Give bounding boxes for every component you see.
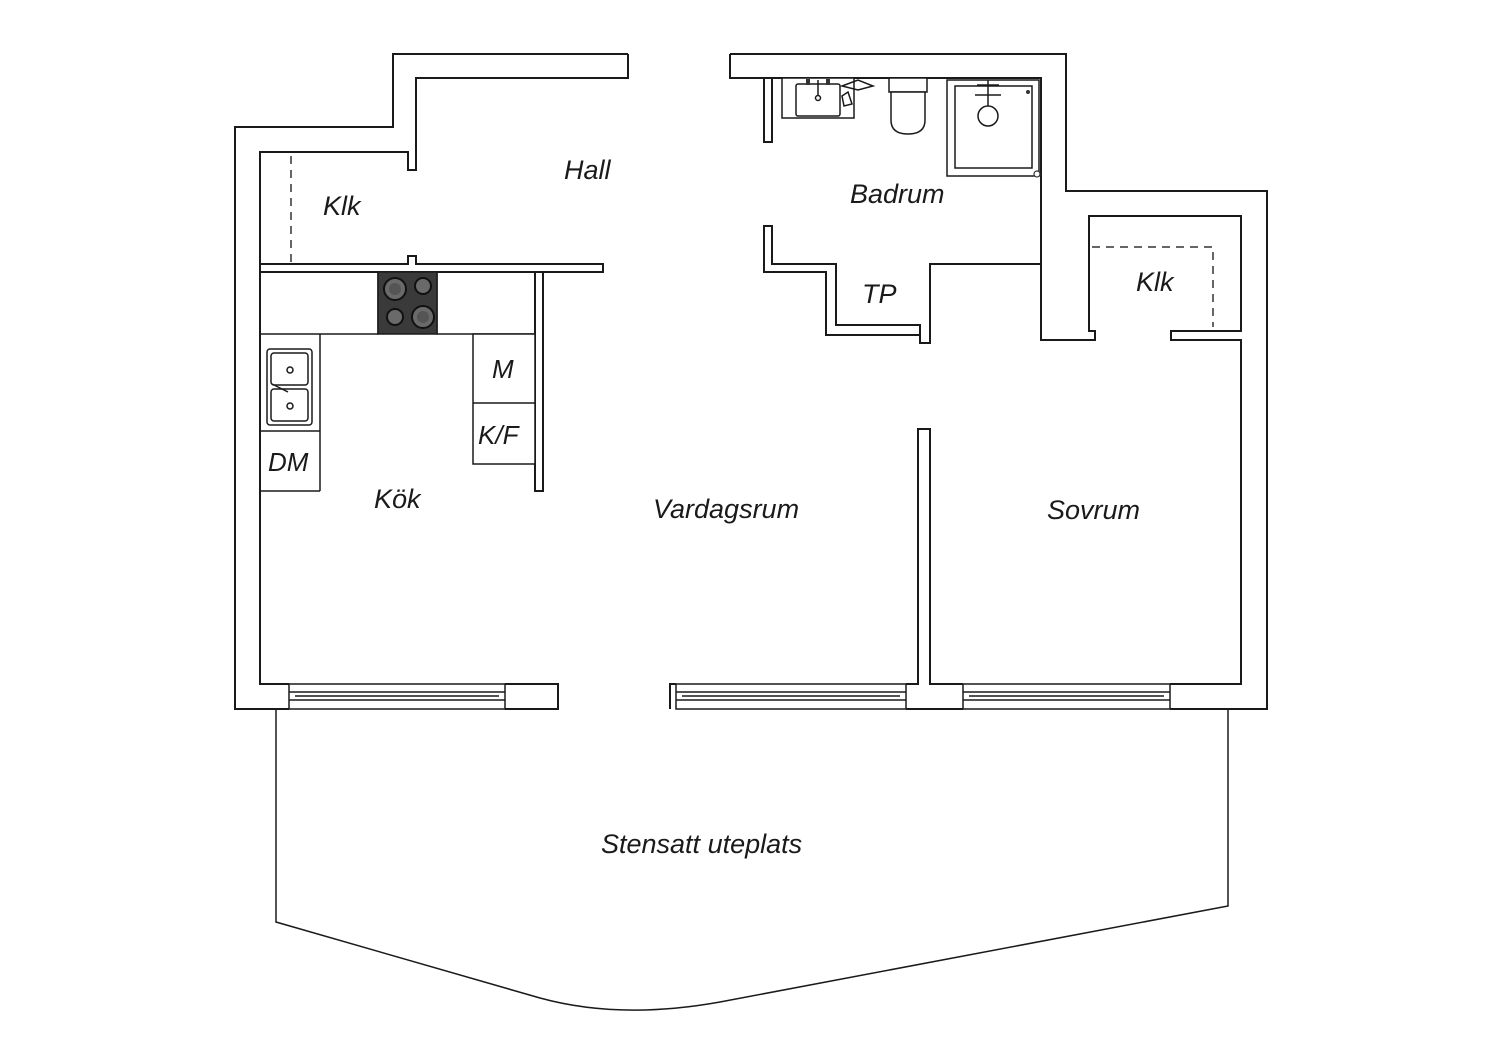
room-label-closet-right: Klk (1136, 267, 1175, 297)
room-label-patio: Stensatt uteplats (601, 829, 802, 859)
faucet-icon (839, 79, 876, 107)
room-label-living-room: Vardagsrum (653, 494, 799, 524)
shower-icon (946, 79, 1041, 178)
room-label-tp: TP (862, 279, 897, 309)
outer-walls (234, 53, 1268, 710)
bathroom-counter (781, 77, 855, 119)
room-label-bedroom: Sovrum (1047, 495, 1140, 525)
closet-right-door-line (1092, 246, 1214, 327)
room-label-kitchen: Kök (374, 484, 422, 514)
stove-icon (377, 271, 438, 335)
room-labels: Hall Klk Badrum TP Klk M K/F DM Kök Vard… (268, 155, 1175, 859)
toilet-icon (888, 77, 928, 135)
room-label-bathroom: Badrum (850, 179, 945, 209)
kitchen-sink-icon (266, 348, 313, 426)
kitchen-counter (260, 272, 536, 492)
appliance-label-fridge-freezer: K/F (478, 420, 521, 450)
appliance-label-dishwasher: DM (268, 447, 309, 477)
patio-outline (275, 709, 1229, 1011)
windows (288, 683, 1171, 710)
room-label-closet-left: Klk (323, 191, 362, 221)
room-label-hall: Hall (564, 155, 612, 185)
appliance-label-microwave: M (492, 354, 514, 384)
